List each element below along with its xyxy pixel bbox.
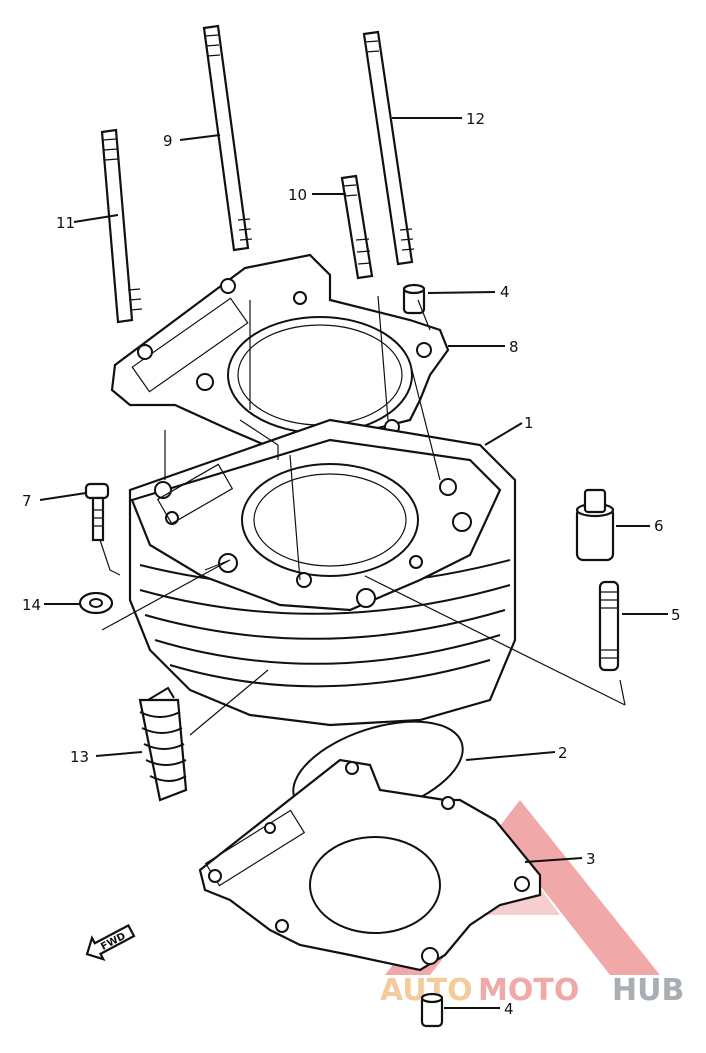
callout-4-top: 4 [500,283,510,301]
stud-5 [598,580,620,672]
callout-labels: 11 9 10 12 4 8 1 6 5 7 14 13 2 3 4 [22,110,681,1018]
stud-10 [340,174,374,280]
callout-8: 8 [509,338,519,356]
base-gasket [198,758,542,972]
callout-4-bottom: 4 [504,1000,514,1018]
stud-12 [362,30,415,266]
callout-5: 5 [671,606,681,624]
callout-11: 11 [56,214,75,232]
callout-13: 13 [70,748,89,766]
callout-1: 1 [524,414,534,432]
dowel-pin-top [402,283,426,315]
dowel-pin-bottom [420,992,444,1028]
washer-14 [78,591,114,615]
stud-11 [100,128,143,324]
alignment-lines [99,295,626,736]
callout-14: 14 [22,596,41,614]
fwd-arrow-icon: FWD [85,923,136,961]
callout-7: 7 [22,492,32,510]
callout-10: 10 [288,186,307,204]
head-gasket [110,253,450,453]
watermark-text-moto: MOTO [478,973,579,1008]
spring-13 [138,686,188,802]
bolt-7 [84,482,110,542]
stud-9 [202,24,253,252]
callout-9: 9 [163,132,173,150]
leader-lines [39,117,668,1009]
callout-2: 2 [558,744,568,762]
sleeve-6 [575,488,615,562]
callout-6: 6 [654,517,664,535]
callout-3: 3 [586,850,596,868]
cylinder-body [128,418,517,727]
callout-12: 12 [466,110,485,128]
watermark-text-hub: HUB [612,973,684,1008]
